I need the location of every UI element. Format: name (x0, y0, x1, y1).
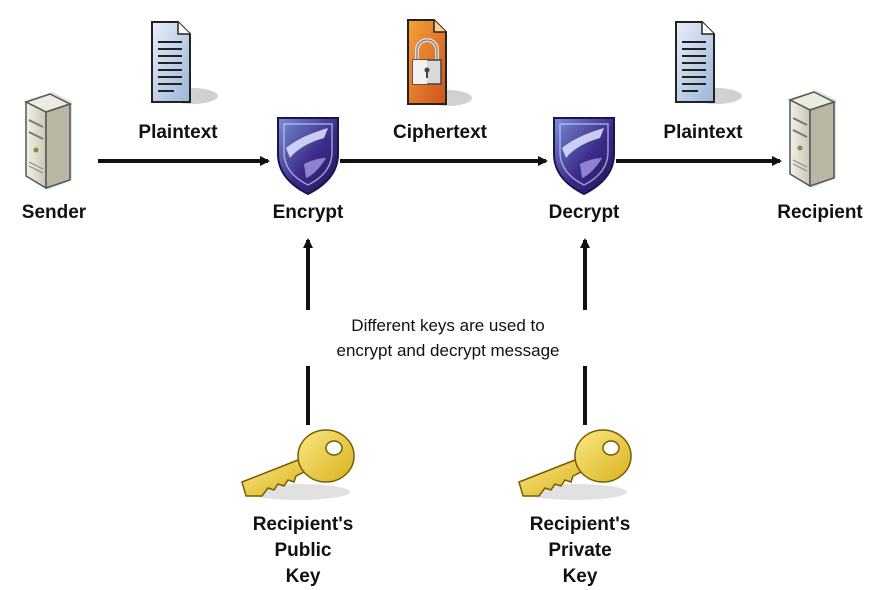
public-key-label-line-1: Recipient's (252, 514, 354, 535)
private-key-label-line-2: Private (548, 540, 612, 561)
key-note: Different keys are used to encrypt and d… (298, 313, 598, 363)
private-key-label: Recipient's Private Key (505, 512, 655, 590)
edge-label-plaintext-out: Plaintext (663, 122, 743, 143)
document-icon (675, 21, 742, 104)
server-icon (24, 92, 72, 190)
key-icon (518, 429, 632, 500)
shield-icon (277, 117, 339, 196)
node-label-sender: Sender (21, 202, 87, 223)
server-icon (788, 90, 836, 188)
private-key-label-line-3: Key (562, 566, 598, 587)
key-note-line-2: encrypt and decrypt message (336, 341, 560, 360)
node-label-recipient: Recipient (777, 202, 863, 223)
node-label-decrypt: Decrypt (548, 202, 620, 223)
node-label-encrypt: Encrypt (272, 202, 344, 223)
key-note-line-1: Different keys are used to (351, 316, 545, 335)
document-icon (151, 21, 218, 104)
edge-label-plaintext-in: Plaintext (138, 122, 218, 143)
key-icon (241, 429, 355, 500)
public-key-label-line-3: Key (285, 566, 321, 587)
edge-label-ciphertext: Ciphertext (393, 122, 487, 143)
shield-icon (553, 117, 615, 196)
private-key-label-line-1: Recipient's (529, 514, 631, 535)
locked-document-icon (407, 19, 472, 106)
public-key-label: Recipient's Public Key (228, 512, 378, 590)
public-key-label-line-2: Public (274, 540, 332, 561)
